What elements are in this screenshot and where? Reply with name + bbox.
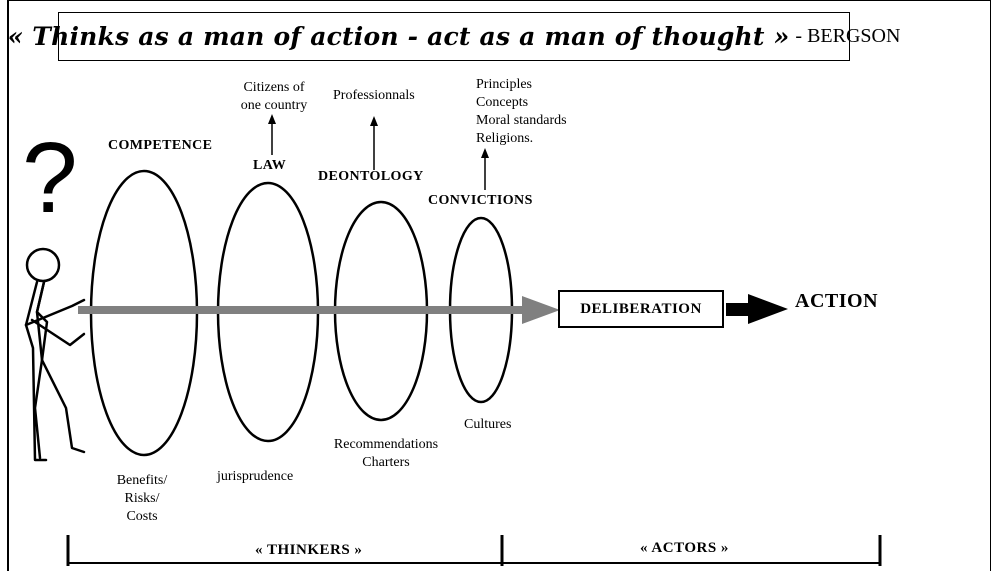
quote-box: « Thinks as a man of action - act as a m…	[8, 12, 900, 61]
deontology-up-arrow	[370, 116, 378, 170]
main-grey-arrow	[78, 296, 560, 324]
question-mark: ?	[22, 122, 78, 234]
convictions-title: CONVICTIONS	[428, 193, 533, 208]
convictions-above-label: Principles Concepts Moral standards Reli…	[476, 77, 567, 146]
competence-title: COMPETENCE	[108, 138, 213, 153]
competence-below-label: Benefits/ Risks/ Costs	[116, 473, 168, 524]
diagram-frame	[7, 0, 991, 571]
deontology-title: DEONTOLOGY	[318, 169, 424, 184]
stick-figure	[24, 247, 86, 462]
deontology-above-label: Professionnals	[333, 88, 415, 103]
quote-text: « Thinks as a man of action - act as a m…	[7, 22, 790, 51]
action-label: ACTION	[795, 290, 879, 312]
deontology-below-label: Recommendations Charters	[333, 437, 439, 470]
law-above-label: Citizens of one country	[240, 80, 308, 113]
convictions-up-arrow	[481, 148, 489, 190]
quote-author: - BERGSON	[795, 25, 901, 47]
actors-label: « ACTORS »	[640, 540, 729, 556]
section-bracket	[66, 535, 882, 566]
deliberation-box: DELIBERATION	[558, 290, 724, 328]
law-below-label: jurisprudence	[217, 469, 294, 484]
action-arrow	[726, 294, 788, 324]
law-title: LAW	[253, 158, 287, 173]
law-up-arrow	[268, 114, 276, 155]
thinkers-label: « THINKERS »	[255, 542, 363, 558]
convictions-below-label: Cultures	[464, 417, 512, 432]
